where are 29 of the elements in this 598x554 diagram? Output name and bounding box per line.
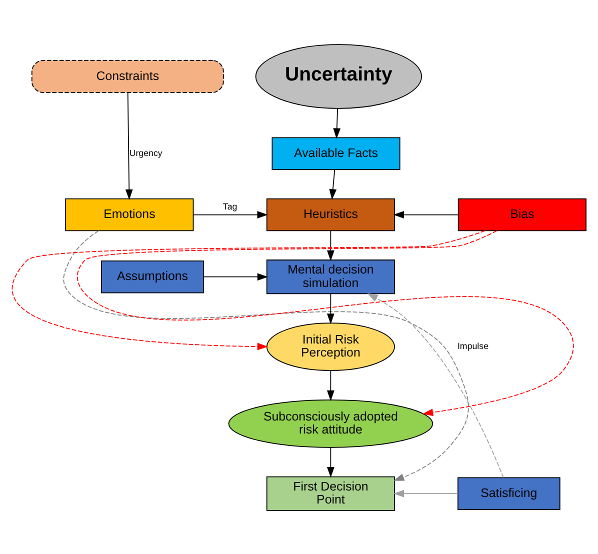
arrow [367, 292, 504, 478]
arrow [326, 446, 334, 478]
edge-label: Urgency [129, 147, 162, 158]
node-ellipse: Initial Risk Perception [266, 322, 395, 370]
node-box: Available Facts [272, 136, 400, 170]
arrow [203, 272, 268, 280]
arrow [326, 370, 334, 401]
arrow [393, 489, 458, 497]
node-box: Constraints [31, 60, 224, 92]
arrow [125, 92, 133, 200]
arrow [329, 168, 337, 200]
node-box: Satisficing [457, 476, 560, 510]
arrow [63, 230, 469, 480]
node-box: Assumptions [101, 260, 204, 293]
arrow [326, 230, 334, 261]
arrow [76, 230, 574, 416]
edge-label: Tag [222, 200, 238, 211]
arrow [192, 210, 268, 218]
arrow [12, 230, 486, 350]
node-box: First Decision Point [266, 476, 395, 510]
arrow [326, 292, 334, 324]
node-box: Heuristics [266, 198, 395, 231]
node-box: Mental decision simulation [266, 259, 395, 294]
edge-label: Impulse [457, 340, 489, 350]
node-box: Emotions [65, 198, 194, 231]
arrow [333, 108, 341, 138]
arrow [393, 210, 459, 218]
node-ellipse: Uncertainty [255, 44, 422, 108]
node-box: Bias [458, 198, 586, 231]
